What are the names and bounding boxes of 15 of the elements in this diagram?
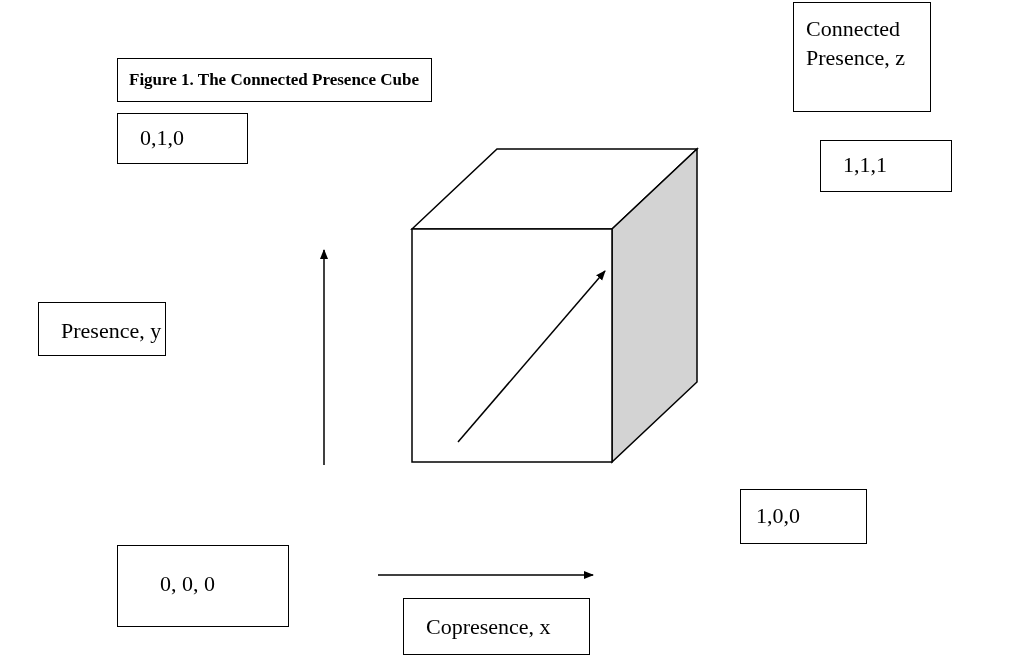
label-box (820, 140, 952, 192)
box-text: Copresence, x (426, 613, 552, 641)
label-box (38, 302, 166, 356)
figure-title: Figure 1. The Connected Presence Cube (117, 58, 432, 102)
label-box (117, 545, 289, 627)
label-box (117, 113, 248, 164)
box-text: 1,0,0 (756, 502, 801, 530)
box-text: Connected Presence, z (806, 15, 906, 72)
box-text: Presence, y (61, 317, 163, 345)
box-text: 0,1,0 (140, 124, 185, 152)
label-box (403, 598, 590, 655)
label-box (740, 489, 867, 544)
box-text: 1,1,1 (843, 151, 888, 179)
label-box (793, 2, 931, 112)
box-text: 0, 0, 0 (160, 570, 216, 598)
